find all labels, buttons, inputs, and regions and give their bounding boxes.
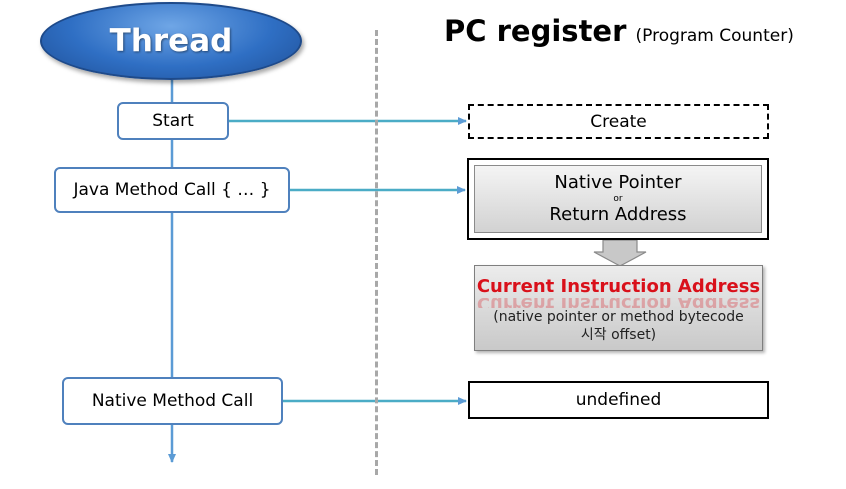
column-divider bbox=[375, 30, 378, 475]
thread-title: Thread bbox=[109, 23, 233, 59]
start-step-label: Start bbox=[152, 111, 194, 131]
native-method-call-box: Native Method Call bbox=[62, 377, 283, 425]
pc-register-subtitle: (Program Counter) bbox=[635, 26, 794, 46]
java-method-call-box: Java Method Call { … } bbox=[54, 167, 290, 213]
java-method-call-label: Java Method Call { … } bbox=[73, 180, 271, 200]
undefined-state-box: undefined bbox=[468, 381, 769, 419]
or-label: or bbox=[613, 194, 623, 204]
current-instruction-desc-line-2: 시작 offset) bbox=[580, 327, 657, 343]
current-instruction-reflection: Current Instruction Address bbox=[477, 298, 760, 308]
down-block-arrow bbox=[593, 239, 647, 267]
return-address-label: Return Address bbox=[549, 204, 687, 225]
thread-ellipse: Thread bbox=[40, 2, 302, 80]
native-pointer-label: Native Pointer bbox=[554, 172, 682, 193]
native-method-call-label: Native Method Call bbox=[91, 391, 254, 411]
native-pointer-box: Native Pointer or Return Address bbox=[474, 165, 762, 233]
current-instruction-title: Current Instruction Address bbox=[476, 276, 761, 297]
create-state-box: Create bbox=[468, 104, 769, 139]
pc-register-heading: PC register (Program Counter) bbox=[444, 14, 844, 58]
start-step-box: Start bbox=[117, 102, 229, 140]
current-instruction-desc-line-1: (native pointer or method bytecode bbox=[493, 309, 744, 325]
undefined-state-label: undefined bbox=[575, 390, 662, 410]
pc-register-title: PC register bbox=[444, 14, 627, 48]
create-state-label: Create bbox=[590, 111, 647, 132]
current-instruction-box: Current Instruction Address Current Inst… bbox=[474, 265, 763, 351]
